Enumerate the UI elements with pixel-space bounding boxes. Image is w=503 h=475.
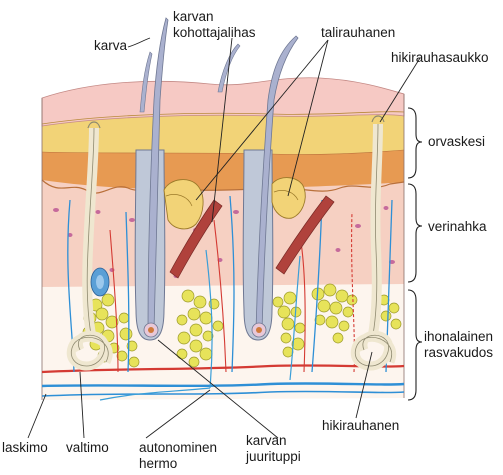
- label-orvaskesi: orvaskesi: [428, 134, 485, 149]
- label-hermo-line1: autonominen: [139, 440, 217, 455]
- layer-braces: [408, 108, 422, 400]
- label-hermo-line2: hermo: [139, 456, 177, 471]
- label-hikirauhanen: hikirauhanen: [322, 418, 399, 433]
- label-valtimo: valtimo: [66, 440, 109, 455]
- sebaceous-gland-right: [272, 178, 305, 219]
- brace-rasvakudos: [408, 290, 422, 400]
- label-karva: karva: [94, 38, 128, 53]
- label-juurituppi-line1: karvan: [246, 433, 287, 448]
- label-laskimo: laskimo: [2, 440, 48, 455]
- label-kohottajalihas-line1: karvan: [173, 9, 214, 24]
- sebaceous-gland-left: [164, 180, 203, 229]
- label-verinahka: verinahka: [428, 219, 487, 234]
- label-juurituppi-line2: juurituppi: [245, 449, 301, 464]
- brace-orvaskesi: [408, 108, 422, 178]
- label-talirauhanen: talirauhanen: [321, 25, 395, 40]
- label-hikirauhasaukko: hikirauhasaukko: [391, 50, 489, 65]
- label-rasvakudos-line2: rasvakudos: [424, 345, 493, 360]
- hair-follicle-left: [135, 18, 168, 340]
- label-kohottajalihas-line2: kohottajalihas: [173, 25, 256, 40]
- label-rasvakudos-line1: ihonalainen: [424, 329, 493, 344]
- brace-verinahka: [408, 184, 422, 282]
- skin-block: [42, 78, 404, 400]
